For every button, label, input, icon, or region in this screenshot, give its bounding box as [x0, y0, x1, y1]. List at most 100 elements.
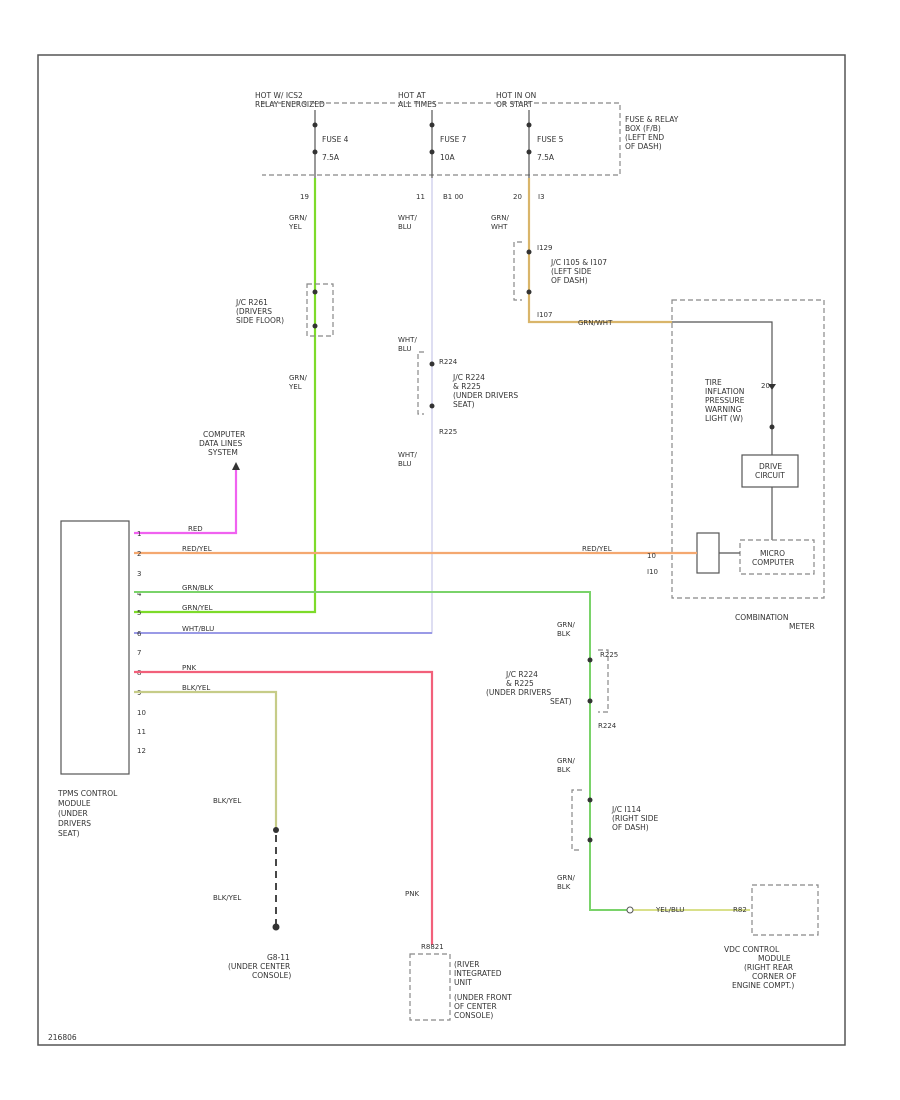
ground-connector-top — [273, 827, 279, 833]
module-pin-2: 2 — [137, 550, 141, 558]
jc-r224b-top-terminal — [587, 657, 593, 663]
fuse-5-bottom-terminal — [526, 149, 532, 155]
fuse-pin-19: 19 — [300, 193, 309, 201]
integrated-unit-label-3: UNIT — [454, 978, 472, 987]
wire-pnk — [134, 670, 434, 945]
fuse-5-rating: 7.5A — [537, 153, 555, 162]
figure-id: 216806 — [48, 1033, 77, 1042]
jc-i114-label-1: J/C I114 — [611, 805, 641, 814]
wire-label-wht-blu-3a: WHT/ — [398, 451, 417, 459]
fuse-7-top-terminal — [429, 122, 435, 128]
drive-circuit-label-1: DRIVE — [759, 462, 782, 471]
wire-label-wht-blu-inline: WHT/BLU — [182, 625, 214, 633]
jc-i105-top-terminal — [526, 249, 532, 255]
jc-r224-top-terminal — [429, 361, 435, 367]
meter-internal-wire — [672, 321, 773, 455]
module-pin-3: 3 — [137, 570, 141, 578]
fuse-pin-11: 11 — [416, 193, 425, 201]
jc-i105-label-1: J/C I105 & I107 — [550, 258, 607, 267]
jc-i105-label-3: OF DASH) — [551, 276, 588, 285]
integrated-unit-label-5: OF CENTER — [454, 1002, 497, 1011]
wire-label-grn-yel-1a: GRN/ — [289, 214, 308, 222]
wire-label-wht-blu-2b: BLU — [398, 345, 411, 353]
ground-point-icon — [272, 923, 280, 931]
module-pin-1: 1 — [137, 530, 141, 538]
wire-label-grn-blk-3a: GRN/ — [557, 874, 576, 882]
jc-r224b-label-4: SEAT) — [550, 697, 572, 706]
computer-data-label-2: DATA LINES — [199, 439, 242, 448]
jc-i114-label-2: (RIGHT SIDE — [612, 814, 659, 823]
connector-i10-pin: 10 — [647, 552, 656, 560]
lamp-label-5: LIGHT (W) — [705, 414, 743, 423]
integrated-unit-label-1: (RIVER — [454, 960, 479, 969]
fuse-7-name: FUSE 7 — [440, 135, 467, 144]
connector-r82: R82 — [733, 906, 747, 914]
fuse-pin-20: 20 — [513, 193, 522, 201]
lamp-label-1: TIRE — [704, 378, 722, 387]
jc-r224-label-2: & R225 — [453, 382, 481, 391]
wire-label-yel-blu: YEL/BLU — [655, 906, 684, 914]
vdc-label-2: MODULE — [758, 954, 791, 963]
wire-label-grn-blk-1b: BLK — [557, 630, 571, 638]
wire-label-grn-yel-1b: YEL — [288, 223, 302, 231]
connector-r225-right: R225 — [600, 651, 618, 659]
integrated-unit-label-2: INTEGRATED — [454, 969, 502, 978]
integrated-unit-label-6: CONSOLE) — [454, 1011, 493, 1020]
jc-r261-label-3: SIDE FLOOR) — [236, 316, 284, 325]
wire-label-grn-wht-a: GRN/ — [491, 214, 510, 222]
meter-interface-box — [696, 532, 720, 574]
tpms-module-label-5: SEAT) — [58, 829, 80, 838]
lamp-label-4: WARNING — [705, 405, 742, 414]
jc-i105-outline — [513, 241, 522, 301]
jc-r224b-bottom-terminal — [587, 698, 593, 704]
diagram-frame — [37, 54, 846, 1046]
combination-meter-outline — [671, 299, 825, 599]
wire-label-wht-blu-2a: WHT/ — [398, 336, 417, 344]
jc-r261-label-1: J/C R261 — [235, 298, 268, 307]
fuse-4-top-terminal — [312, 122, 318, 128]
drive-circuit-box — [741, 454, 799, 488]
micro-computer-label-1: MICRO — [760, 549, 785, 558]
lamp-terminal — [769, 424, 775, 430]
wire-grn-yel — [134, 178, 317, 614]
jc-r224b-label-2: & R225 — [506, 679, 534, 688]
fuse-7-bottom-terminal — [429, 149, 435, 155]
hot-source-2-line1: HOT AT — [398, 91, 426, 100]
fuse-pin-i3: I3 — [538, 193, 545, 201]
jc-r224-outline — [417, 351, 424, 415]
wire-label-grn-yel-inline: GRN/YEL — [182, 604, 213, 612]
vdc-connector — [626, 906, 634, 914]
combination-meter-label-1: COMBINATION — [735, 613, 788, 622]
wire-label-wht-blu-1b: BLU — [398, 223, 411, 231]
wire-label-grn-blk-1a: GRN/ — [557, 621, 576, 629]
ground-label-3: CONSOLE) — [252, 971, 291, 980]
fuse-4-rating: 7.5A — [322, 153, 340, 162]
wire-label-grn-yel-2a: GRN/ — [289, 374, 308, 382]
connector-r8821: R8821 — [421, 943, 444, 951]
hot-source-2-line2: ALL TIMES — [398, 100, 437, 109]
wire-label-red-yel-1: RED/YEL — [182, 545, 212, 553]
jc-i114-bottom-terminal — [587, 837, 593, 843]
wire-label-grn-blk-2b: BLK — [557, 766, 571, 774]
vdc-label-4: CORNER OF — [752, 972, 797, 981]
module-pin-7: 7 — [137, 649, 141, 657]
wire-label-wht-blu-1a: WHT/ — [398, 214, 417, 222]
fuse-pin-b100: B1 00 — [443, 193, 463, 201]
module-pin-4: 4 — [137, 590, 142, 598]
connector-r224-right: R224 — [598, 722, 617, 730]
wire-label-grn-yel-2b: YEL — [288, 383, 302, 391]
tpms-module-label-3: (UNDER — [58, 809, 88, 818]
jc-r261-bottom-terminal — [312, 323, 318, 329]
fuse-box-label-4: OF DASH) — [625, 142, 662, 151]
jc-r224b-label-3: (UNDER DRIVERS — [486, 688, 551, 697]
jc-r224b-outline — [598, 649, 609, 713]
jc-r224-label-1: J/C R224 — [452, 373, 485, 382]
wire-label-grn-blk-inline: GRN/BLK — [182, 584, 214, 592]
jc-r261-outline — [306, 283, 334, 337]
jc-i114-top-terminal — [587, 797, 593, 803]
hot-source-1-line2: RELAY ENERGIZED — [255, 100, 325, 109]
lamp-label-3: PRESSURE — [705, 396, 745, 405]
wire-label-blk-yel-1: BLK/YEL — [182, 684, 210, 692]
jc-r261-top-terminal — [312, 289, 318, 295]
